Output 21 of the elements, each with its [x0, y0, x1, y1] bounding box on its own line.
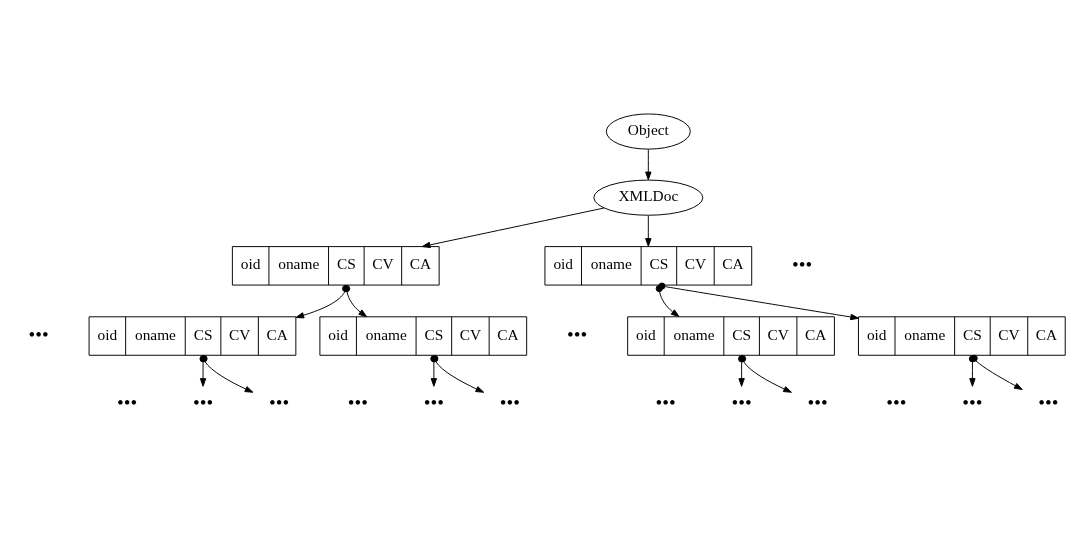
node-text: •••	[423, 391, 444, 413]
label: •••	[886, 391, 907, 413]
arrow	[421, 207, 605, 248]
node-text: •••	[807, 391, 828, 413]
arrow	[645, 148, 652, 180]
arrow	[658, 282, 859, 320]
node-text: •••	[731, 391, 752, 413]
node-text: •••	[192, 391, 214, 413]
node-text: •••	[1038, 391, 1059, 413]
node-ellipse: Object	[605, 112, 691, 150]
label: •••	[28, 323, 49, 345]
label: •••	[655, 391, 676, 413]
label: •••	[567, 323, 588, 345]
node-ellipse: XMLDoc	[593, 179, 704, 216]
node-text: •••	[268, 391, 290, 413]
node-text: •••	[499, 391, 520, 413]
label: •••	[347, 391, 368, 413]
node-text: •••	[962, 391, 983, 413]
label: •••	[116, 391, 138, 413]
arrow	[645, 214, 652, 247]
label: •••	[792, 253, 813, 275]
